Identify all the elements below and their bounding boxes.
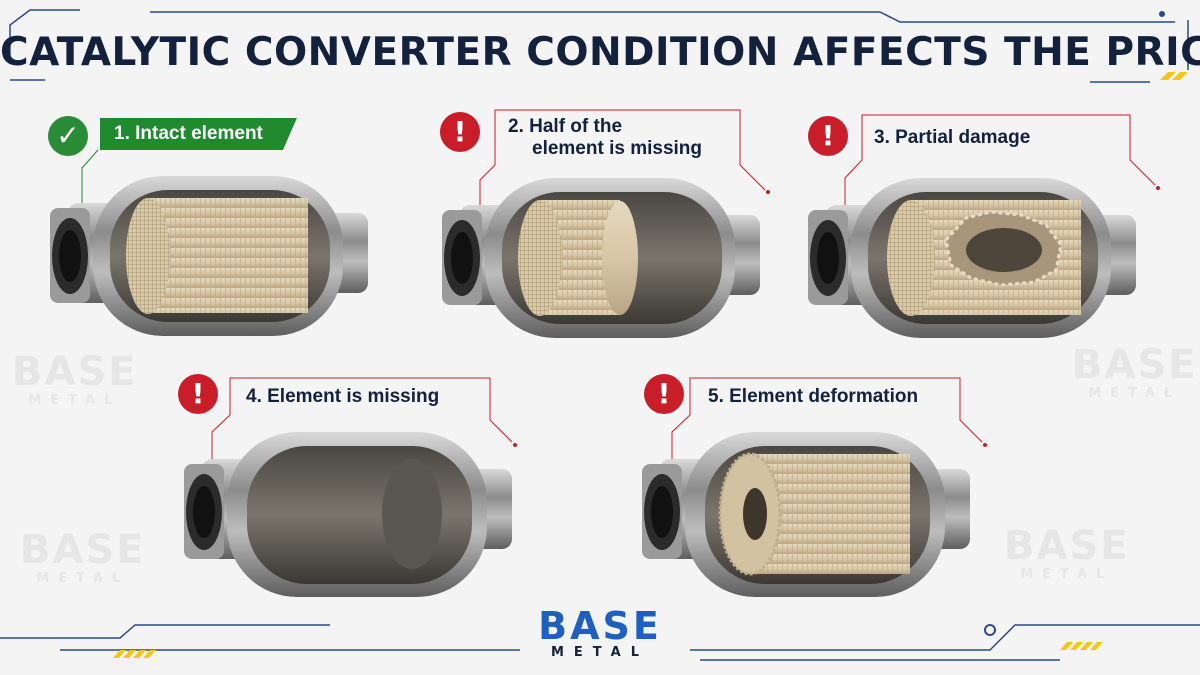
converter-partial-damage-image bbox=[808, 178, 1136, 338]
converter-element-missing-image bbox=[184, 432, 512, 597]
watermark-logo: BASE METAL bbox=[1072, 345, 1198, 400]
watermark-logo: BASE METAL bbox=[1004, 526, 1130, 581]
converter-deformation-image bbox=[642, 432, 970, 597]
check-icon: ✓ bbox=[48, 116, 88, 156]
watermark-line2: METAL bbox=[1020, 567, 1114, 582]
item-label: 1. Intact element bbox=[100, 118, 297, 150]
item-label: 3. Partial damage bbox=[874, 127, 1031, 148]
watermark-line1: BASE bbox=[12, 349, 138, 395]
item-label: 2. Half of the element is missing bbox=[508, 116, 702, 160]
watermark-line2: METAL bbox=[1088, 386, 1182, 401]
exclamation-icon: ! bbox=[808, 116, 848, 156]
converter-half-missing-image bbox=[442, 178, 760, 338]
watermark-line2: METAL bbox=[36, 571, 130, 586]
exclamation-icon: ! bbox=[644, 374, 684, 414]
watermark-logo: BASE METAL bbox=[12, 352, 138, 407]
item-label-line2: element is missing bbox=[532, 138, 703, 159]
item-label-line1: 2. Half of the bbox=[508, 116, 623, 137]
brand-logo: BASE METAL bbox=[512, 606, 688, 660]
brand-logo-line1: BASE bbox=[538, 604, 662, 648]
watermark-line1: BASE bbox=[1072, 342, 1198, 388]
watermark-line1: BASE bbox=[20, 527, 146, 573]
watermark-logo: BASE METAL bbox=[20, 530, 146, 585]
item-label: 4. Element is missing bbox=[246, 386, 440, 407]
exclamation-icon: ! bbox=[440, 112, 480, 152]
exclamation-icon: ! bbox=[178, 374, 218, 414]
watermark-line2: METAL bbox=[28, 393, 122, 408]
page-title: CATALYTIC CONVERTER CONDITION AFFECTS TH… bbox=[0, 30, 1200, 75]
converter-intact-image bbox=[50, 176, 368, 336]
item-label: 5. Element deformation bbox=[708, 386, 919, 407]
brand-logo-line2: METAL bbox=[550, 645, 650, 660]
watermark-line1: BASE bbox=[1004, 523, 1130, 569]
